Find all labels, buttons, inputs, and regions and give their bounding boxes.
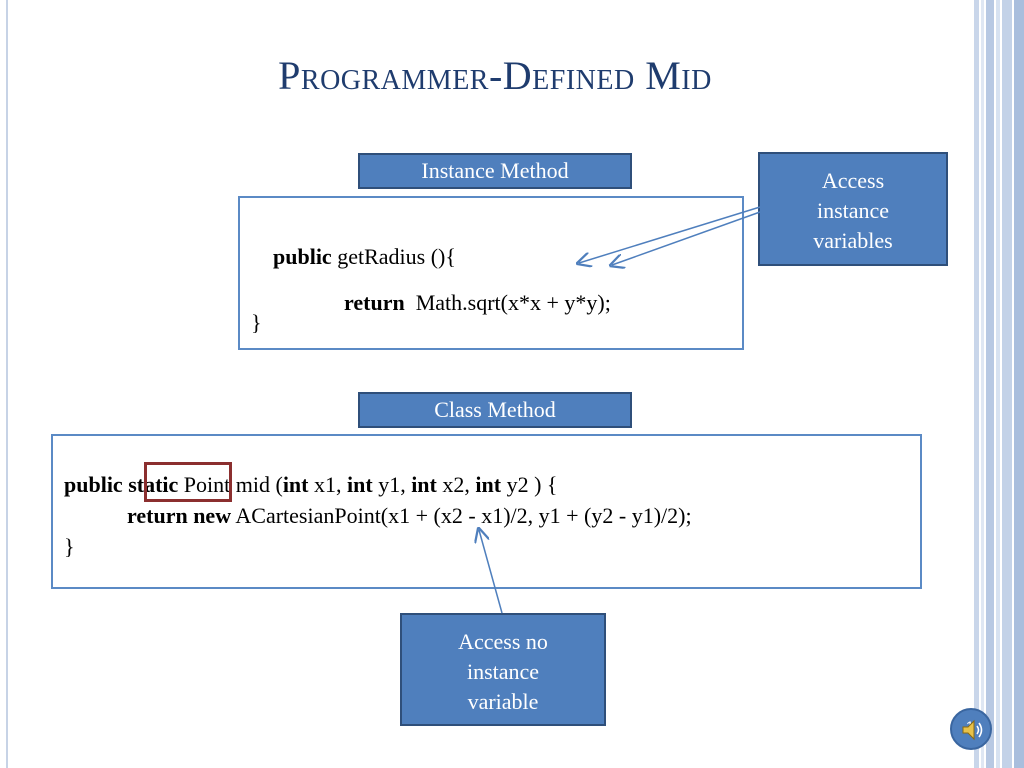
keyword-int: int bbox=[347, 472, 373, 497]
keyword-int: int bbox=[475, 472, 502, 497]
callout-line: variables bbox=[813, 228, 893, 253]
class-method-label-text: Class Method bbox=[434, 397, 556, 422]
method-name: Point mid ( bbox=[178, 472, 283, 497]
keyword-public: public bbox=[64, 472, 123, 497]
instance-method-line2: return Math.sqrt(x*x + y*y); bbox=[322, 264, 611, 342]
param: x2, bbox=[436, 472, 476, 497]
param: x1, bbox=[308, 472, 347, 497]
return-expression: Math.sqrt(x*x + y*y); bbox=[404, 290, 611, 315]
instance-method-line3: } bbox=[251, 310, 262, 335]
param: y1, bbox=[372, 472, 412, 497]
slide-number-badge[interactable]: 1 bbox=[950, 708, 992, 750]
callout-line: instance bbox=[466, 659, 540, 684]
return-expression: ACartesianPoint(x1 + (x2 - x1)/2, y1 + (… bbox=[231, 503, 692, 528]
class-method-label: Class Method bbox=[358, 392, 632, 428]
callout-line: instance bbox=[816, 198, 890, 223]
keyword-public: public bbox=[273, 244, 332, 269]
class-method-line3: } bbox=[64, 534, 75, 559]
slide-frame bbox=[6, 0, 976, 768]
static-keyword-highlight bbox=[144, 462, 232, 502]
keyword-int: int bbox=[411, 472, 437, 497]
speaker-icon[interactable] bbox=[958, 716, 986, 744]
callout-line: Access no bbox=[458, 629, 548, 654]
instance-method-line1: public getRadius (){ bbox=[251, 218, 456, 296]
class-method-line1: public static Point mid (int x1, int y1,… bbox=[64, 472, 557, 498]
param: y2 ) { bbox=[501, 472, 558, 497]
instance-method-label: Instance Method bbox=[358, 153, 632, 189]
callout-line: Access bbox=[821, 168, 885, 193]
keyword-return-new: return new bbox=[127, 503, 232, 528]
decorative-stripes bbox=[972, 0, 1024, 768]
class-method-line2: return new ACartesianPoint(x1 + (x2 - x1… bbox=[127, 503, 692, 529]
slide-title: Programmer-Defined Mid bbox=[278, 53, 712, 98]
class-method-code-box: public static Point mid (int x1, int y1,… bbox=[51, 434, 922, 589]
instance-method-label-text: Instance Method bbox=[421, 158, 569, 183]
method-signature: getRadius (){ bbox=[331, 244, 456, 269]
keyword-static: static bbox=[128, 472, 179, 497]
instance-method-code-box: public getRadius (){ return Math.sqrt(x*… bbox=[238, 196, 744, 350]
keyword-return: return bbox=[344, 290, 405, 315]
keyword-int: int bbox=[282, 472, 309, 497]
callout-line: variable bbox=[467, 689, 539, 714]
callout-access-instance-variables: Access instance variables bbox=[758, 152, 948, 266]
callout-access-no-instance-variable: Access no instance variable bbox=[400, 613, 606, 726]
